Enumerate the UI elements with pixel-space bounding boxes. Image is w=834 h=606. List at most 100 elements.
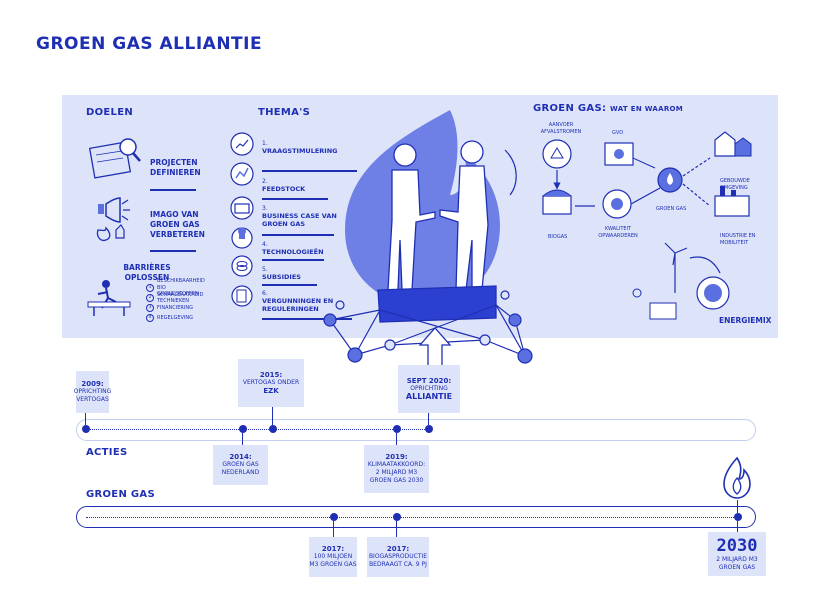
connector	[737, 500, 738, 513]
barrieres-text: SCHAALBAARHEID TECHNIEKEN	[157, 291, 204, 305]
groen-gas-process-diagram	[542, 131, 752, 320]
target-2030: 2030 2 MILJARD M3 GROEN GAS	[708, 532, 766, 576]
event-2019: 2019: KLIMAATAKKOORD: 2 MILJARD M3 GROEN…	[364, 445, 429, 493]
theme-number: 1.	[262, 140, 268, 147]
theme-item: 4. TECHNOLOGIEËN	[262, 241, 324, 256]
megaphone-icon	[96, 197, 130, 242]
connector	[737, 521, 738, 535]
target-text: 2 MILJARD M3 GROEN GAS	[716, 556, 758, 571]
doelen-item-barrieres: BARRIÈRES OPLOSSEN	[123, 263, 171, 282]
label-groen-gas: GROEN GAS	[656, 206, 687, 212]
house-icon	[714, 131, 736, 157]
groen-gas-header: GROEN GAS: WAT EN WAAROM	[533, 103, 683, 114]
theme-item: 1. VRAAGSTIMULERING	[262, 140, 338, 155]
groen-gas-label: GROEN GAS	[86, 489, 155, 500]
theme-text: VERGUNNINGEN EN REGULERINGEN	[262, 297, 334, 313]
theme-item: 3. BUSINESS CASE VAN GROEN GAS	[262, 205, 342, 228]
timeline-marker	[425, 425, 433, 433]
document-icon	[231, 285, 253, 307]
digester-icon	[542, 195, 572, 215]
divider	[150, 250, 196, 252]
timeline-marker	[269, 425, 277, 433]
divider	[262, 234, 334, 236]
theme-number: 3.	[262, 205, 268, 212]
arrow-up-icon	[418, 327, 452, 371]
event-year: 2009:	[81, 380, 104, 388]
barrieres-item: 2 SCHAALBAARHEID TECHNIEKEN	[146, 291, 207, 305]
page-title: GROEN GAS ALLIANTIE	[36, 34, 263, 54]
central-illustration	[323, 110, 533, 371]
event-2017-groen-gas: 2017: 100 MILJOEN M3 GROEN GAS	[309, 537, 357, 577]
acties-timeline-track	[76, 419, 756, 441]
network-node	[479, 334, 491, 346]
event-2014: 2014: GROEN GAS NEDERLAND	[213, 445, 268, 485]
theme-item: 2. FEEDSTOCK	[262, 178, 305, 193]
divider	[262, 170, 357, 172]
barrieres-text: REGELGEVING	[157, 314, 193, 321]
barrieres-list: 1 BESCHIKBAARHEID BIO GRONDSTOFFEN 2 SCH…	[146, 278, 207, 323]
target-year: 2030	[716, 536, 758, 556]
divider	[262, 198, 328, 200]
number-badge: 4	[146, 314, 154, 322]
connector	[85, 413, 86, 425]
event-text: ALLIANTIE	[405, 392, 453, 401]
solar-panel-icon	[649, 302, 677, 320]
event-text: EZK	[263, 387, 279, 395]
number-badge: 1	[146, 284, 154, 292]
doelen-item-imago: IMAGO VAN GROEN GAS VERBETEREN	[150, 210, 205, 239]
event-text: 2 MILJARD M3 GROEN GAS 2030	[369, 469, 424, 484]
theme-number: 5.	[262, 266, 268, 273]
label-energiemix: ENERGIEMIX	[719, 316, 772, 325]
event-text: GROEN GAS NEDERLAND	[221, 461, 260, 476]
groen-gas-timeline-track	[76, 506, 756, 528]
network-node	[517, 348, 533, 364]
factory-icon	[714, 195, 750, 217]
theme-number: 6.	[262, 290, 268, 297]
event-year: 2019:	[385, 453, 408, 461]
network-node	[500, 290, 510, 300]
number-badge: 3	[146, 304, 154, 312]
theme-item: 5. SUBSIDIES	[262, 266, 301, 281]
event-text: OPRICHTING VERTOGAS	[73, 388, 112, 403]
label-biogas: BIOGAS	[548, 234, 568, 240]
event-text: BIOGASPRODUCTIE BEDRAAGT CA. 9 PJ	[368, 553, 428, 568]
network-node	[323, 313, 337, 327]
network-node	[335, 300, 345, 310]
event-year: SEPT 2020:	[406, 377, 452, 385]
event-text: KLIMAATAKKOORD:	[367, 461, 426, 468]
network-node	[508, 313, 522, 327]
timeline-marker	[330, 513, 338, 521]
divider	[150, 189, 196, 191]
connector	[396, 521, 397, 537]
groen-gas-timeline-line	[86, 517, 740, 518]
person-icon	[393, 143, 417, 167]
barrieres-text: FINANCIERING	[157, 304, 193, 311]
barrieres-item: 3 FINANCIERING	[146, 303, 207, 313]
theme-text: VRAAGSTIMULERING	[262, 147, 338, 155]
timeline-marker	[734, 513, 742, 521]
theme-number: 4.	[262, 241, 268, 248]
divider	[262, 284, 317, 286]
timeline-marker	[82, 425, 90, 433]
person-icon	[460, 140, 484, 164]
connector	[428, 413, 429, 425]
connector	[396, 433, 397, 445]
groen-gas-header-bold: GROEN GAS:	[533, 103, 607, 114]
divider	[262, 318, 352, 320]
event-sept-2020: SEPT 2020: OPRICHTING ALLIANTIE	[398, 365, 460, 413]
connector	[333, 521, 334, 537]
divider	[262, 259, 324, 261]
briefcase-icon	[230, 196, 254, 220]
event-text: OPRICHTING	[410, 385, 448, 392]
acties-timeline-line	[86, 429, 431, 430]
theme-number: 2.	[262, 178, 268, 185]
recycle-icon	[542, 139, 572, 169]
pedestal	[377, 285, 497, 323]
timeline-marker	[239, 425, 247, 433]
label-opwaarderen: KWALITEIT OPWAARDEREN	[598, 226, 638, 239]
theme-text: BUSINESS CASE VAN GROEN GAS	[262, 212, 337, 228]
hurdle-runner-icon	[87, 280, 131, 316]
event-2009: 2009: OPRICHTING VERTOGAS	[73, 371, 112, 413]
event-2015: 2015: VERTOGAS ONDER EZK	[238, 359, 304, 407]
theme-icons	[230, 132, 254, 307]
